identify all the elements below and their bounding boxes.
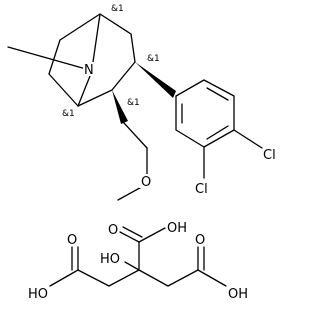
bond-central-left: [108, 269, 140, 287]
bond-bridge-c5-n: [77, 75, 91, 107]
bond-left-c-oh: [49, 269, 79, 287]
left-carboxyl-ho-label: HO: [28, 287, 48, 302]
bond-c1-c2: [99, 13, 132, 35]
bond-ch2-o: [123, 122, 148, 149]
wedge-bond-ch2: [112, 90, 128, 124]
bond-right-ch2: [167, 269, 199, 287]
benzene-ring: [175, 79, 235, 148]
bond-ring-cl-upper: [233, 129, 263, 149]
bond-left-ch2: [77, 269, 110, 287]
bond-bridge-c1-n: [92, 13, 101, 63]
hydroxy-ho-label: HO: [100, 252, 120, 267]
stereo-mark-c5: &1: [62, 109, 75, 119]
upper-carbonyl-o-label: O: [108, 223, 118, 238]
chlorine-lower-label: Cl: [195, 182, 208, 197]
right-carbonyl-o-label: O: [195, 233, 205, 248]
bond-upper-c-o-double-2: [122, 226, 143, 238]
bond-c6-c7: [48, 39, 61, 75]
stereo-mark-c1: &1: [111, 4, 124, 14]
chemical-structure-drawing: N O Cl Cl &1 &1 &1 &1 OH O HO O: [7, 4, 276, 302]
stereo-mark-c4: &1: [127, 98, 140, 108]
bond-c2-c3: [130, 33, 136, 63]
wedge-bond-aryl: [135, 62, 176, 98]
bond-right-c-oh: [197, 269, 227, 287]
bond-central-oh: [124, 261, 140, 271]
bond-c3-c4: [111, 61, 136, 91]
bond-c7-c5: [48, 73, 79, 107]
bond-upper-c-o-double: [119, 231, 140, 243]
bond-c4-c5: [77, 89, 113, 107]
bond-upper-c-oh: [138, 227, 166, 243]
left-carbonyl-o-label: O: [67, 233, 77, 248]
chlorine-upper-label: Cl: [263, 148, 276, 163]
citrate-molecule: OH O HO O HO O OH: [28, 221, 248, 302]
bond-c1-c6: [59, 13, 101, 41]
bond-n-methyl: [7, 46, 87, 70]
benzene-double-bond-1: [206, 87, 229, 101]
benzene-double-bond-2: [206, 125, 229, 140]
bond-central-right: [138, 269, 169, 287]
stereo-mark-c3: &1: [147, 54, 160, 64]
upper-carboxyl-oh-label: OH: [167, 221, 187, 236]
oxygen-ether-label: O: [141, 175, 151, 190]
nitrogen-atom-label: N: [84, 63, 94, 78]
tropane-molecule: N O Cl Cl &1 &1 &1 &1: [7, 4, 276, 201]
right-carboxyl-oh-label: OH: [228, 287, 248, 302]
